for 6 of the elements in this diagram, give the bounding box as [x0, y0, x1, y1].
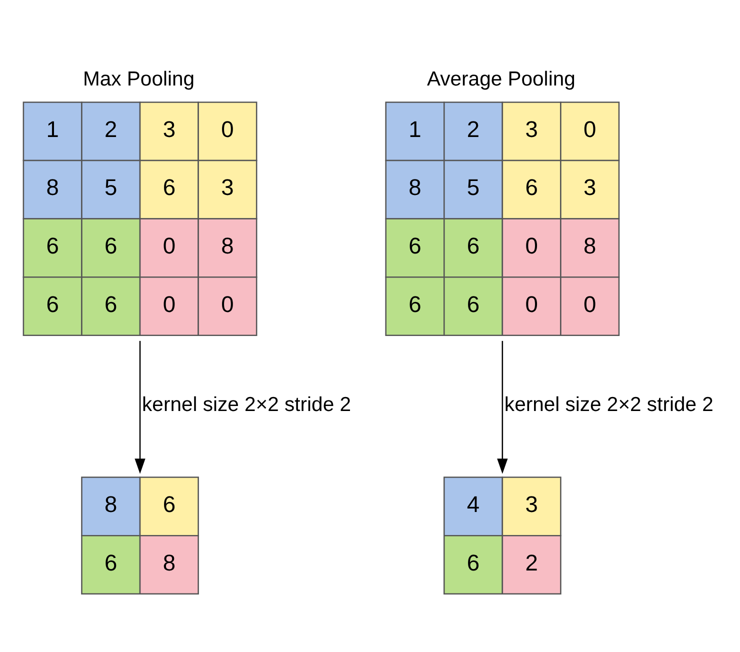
arrow — [497, 340, 508, 474]
node-label: Max Pooling — [82, 68, 195, 90]
node-label: Average Pooling — [427, 68, 576, 90]
edge-label: kernel size 2×2 stride 2 — [142, 394, 352, 416]
arrow — [134, 340, 146, 474]
edge-label: kernel size 2×2 stride 2 — [504, 394, 714, 416]
